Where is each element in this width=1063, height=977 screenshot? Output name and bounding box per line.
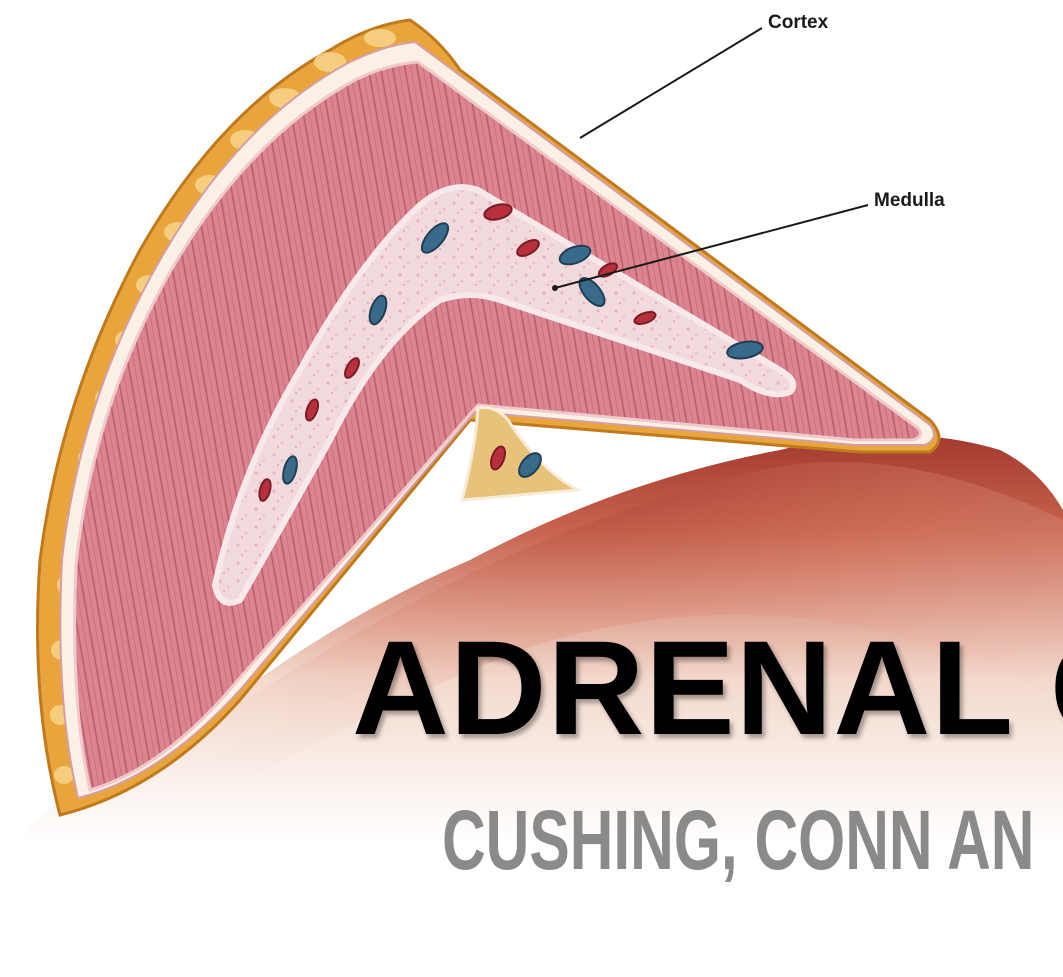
slide-subtitle: CUSHING, CONN AN: [442, 798, 1034, 882]
slide-title: ADRENAL G: [352, 622, 1063, 756]
cortex-leader-line: [580, 28, 762, 138]
medulla-label: Medulla: [874, 190, 945, 212]
cortex-label: Cortex: [768, 12, 828, 34]
